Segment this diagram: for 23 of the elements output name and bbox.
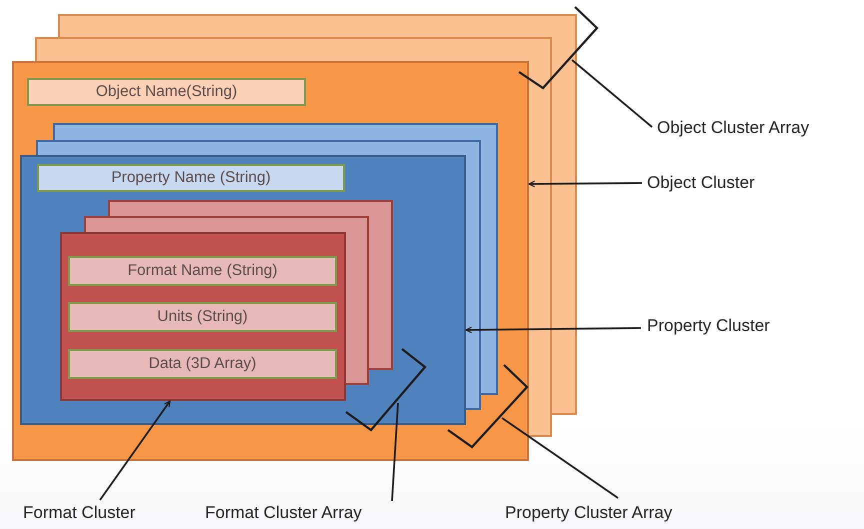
callout-label: Format Cluster Array [205, 503, 405, 525]
leader-line [571, 59, 653, 128]
callout-label: Property Cluster Array [505, 503, 705, 525]
text-box: Property Name (String) [37, 164, 345, 192]
cluster-panel [60, 232, 346, 401]
text-box: Format Name (String) [68, 256, 337, 286]
text-box: Data (3D Array) [68, 349, 337, 379]
callout-label: Property Cluster [647, 316, 807, 338]
text-box: Units (String) [68, 302, 337, 332]
leader-line [501, 417, 619, 499]
cluster-panel [20, 155, 466, 425]
bracket [344, 347, 427, 432]
callout-label: Object Cluster [647, 173, 807, 195]
bracket [517, 5, 599, 90]
leader-arrow [99, 400, 171, 501]
leader-arrow [528, 180, 642, 188]
bracket [446, 363, 529, 449]
text-box: Object Name(String) [27, 78, 306, 106]
callout-label: Format Cluster [23, 503, 183, 525]
leader-arrow [465, 326, 641, 334]
leader-line [391, 402, 399, 502]
cluster-panel [12, 61, 529, 461]
callout-label: Object Cluster Array [657, 118, 837, 140]
